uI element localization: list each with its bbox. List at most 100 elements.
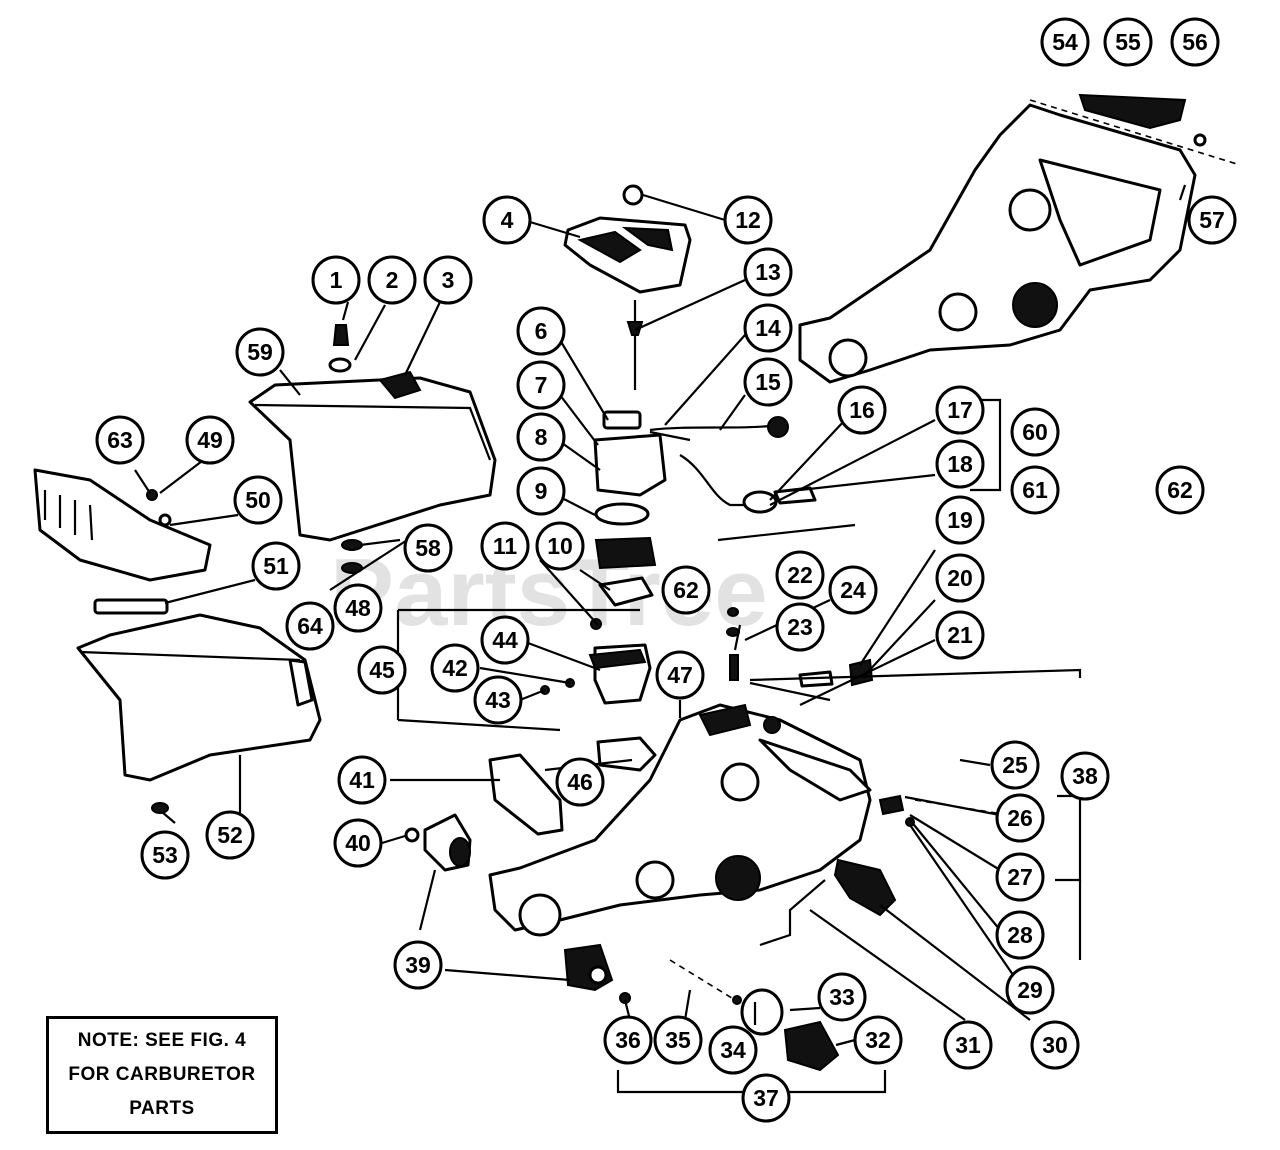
callout-13: 13 <box>743 247 793 297</box>
svg-text:62: 62 <box>673 577 699 603</box>
callout-3: 3 <box>423 255 473 305</box>
callout-31: 31 <box>943 1020 993 1070</box>
callout-62-right: 62 <box>1155 465 1205 515</box>
callout-41: 41 <box>337 755 387 805</box>
callout-60: 60 <box>1010 407 1060 457</box>
callout-62-center: 62 <box>661 565 711 615</box>
callout-34: 34 <box>708 1025 758 1075</box>
svg-text:59: 59 <box>247 339 273 365</box>
svg-text:3: 3 <box>442 267 455 293</box>
svg-text:12: 12 <box>735 207 761 233</box>
callout-23: 23 <box>775 602 825 652</box>
callout-4: 4 <box>482 195 532 245</box>
callout-18: 18 <box>935 439 985 489</box>
svg-text:45: 45 <box>369 657 395 683</box>
svg-text:8: 8 <box>535 424 548 450</box>
svg-text:15: 15 <box>755 369 781 395</box>
callout-43: 43 <box>473 675 523 725</box>
callout-26: 26 <box>995 793 1045 843</box>
callout-40: 40 <box>333 818 383 868</box>
callout-46: 46 <box>555 757 605 807</box>
svg-text:26: 26 <box>1007 805 1033 831</box>
callout-21: 21 <box>935 610 985 660</box>
callout-33: 33 <box>817 972 867 1022</box>
callout-36: 36 <box>603 1015 653 1065</box>
svg-text:7: 7 <box>535 372 548 398</box>
svg-text:41: 41 <box>349 767 375 793</box>
callout-28: 28 <box>995 910 1045 960</box>
callout-35: 35 <box>653 1015 703 1065</box>
callout-63: 63 <box>95 415 145 465</box>
callout-56: 56 <box>1170 17 1220 67</box>
callout-8: 8 <box>516 412 566 462</box>
svg-text:46: 46 <box>567 769 593 795</box>
svg-text:47: 47 <box>667 662 693 688</box>
callout-19: 19 <box>935 495 985 545</box>
callout-53: 53 <box>140 830 190 880</box>
svg-text:58: 58 <box>415 535 441 561</box>
callout-51: 51 <box>251 541 301 591</box>
callout-20: 20 <box>935 553 985 603</box>
callout-6: 6 <box>516 306 566 356</box>
svg-text:19: 19 <box>947 507 973 533</box>
svg-text:36: 36 <box>615 1027 641 1053</box>
callout-32: 32 <box>853 1015 903 1065</box>
svg-text:4: 4 <box>501 207 514 233</box>
callout-27: 27 <box>995 852 1045 902</box>
svg-text:50: 50 <box>245 487 271 513</box>
svg-text:57: 57 <box>1199 207 1225 233</box>
callout-58: 58 <box>403 523 453 573</box>
callout-45: 45 <box>357 645 407 695</box>
callout-52: 52 <box>205 810 255 860</box>
note-line-1: NOTE: SEE FIG. 4 <box>77 1030 247 1051</box>
callout-50: 50 <box>233 475 283 525</box>
callout-61: 61 <box>1010 465 1060 515</box>
svg-text:28: 28 <box>1007 922 1033 948</box>
svg-text:21: 21 <box>947 622 973 648</box>
callout-25: 25 <box>990 740 1040 790</box>
callout-11: 11 <box>480 521 530 571</box>
callout-47: 47 <box>655 650 705 700</box>
svg-text:39: 39 <box>405 952 431 978</box>
svg-text:14: 14 <box>755 315 781 341</box>
svg-text:56: 56 <box>1182 29 1208 55</box>
svg-text:29: 29 <box>1017 977 1043 1003</box>
callout-2: 2 <box>367 255 417 305</box>
callout-54: 54 <box>1040 17 1090 67</box>
svg-text:17: 17 <box>947 397 973 423</box>
parts-artwork <box>33 93 1241 1072</box>
callout-9: 9 <box>516 466 566 516</box>
carburetor-note: NOTE: SEE FIG. 4 FOR CARBURETOR PARTS <box>46 1016 278 1134</box>
svg-text:37: 37 <box>753 1085 779 1111</box>
svg-text:55: 55 <box>1115 29 1141 55</box>
leader-lines <box>134 184 1187 1094</box>
callout-1: 1 <box>311 255 361 305</box>
callout-38: 38 <box>1060 751 1110 801</box>
callout-16: 16 <box>837 385 887 435</box>
svg-text:54: 54 <box>1052 29 1078 55</box>
svg-text:1: 1 <box>330 267 343 293</box>
svg-text:64: 64 <box>297 613 323 639</box>
callout-15: 15 <box>743 357 793 407</box>
svg-text:23: 23 <box>787 614 813 640</box>
svg-text:18: 18 <box>947 451 973 477</box>
callout-59: 59 <box>235 327 285 377</box>
svg-text:24: 24 <box>840 577 866 603</box>
callout-64: 64 <box>285 601 335 651</box>
svg-text:31: 31 <box>955 1032 981 1058</box>
callout-17: 17 <box>935 385 985 435</box>
svg-text:60: 60 <box>1022 419 1048 445</box>
svg-text:22: 22 <box>787 562 813 588</box>
svg-text:27: 27 <box>1007 864 1033 890</box>
callout-57: 57 <box>1187 195 1237 245</box>
callout-30: 30 <box>1030 1020 1080 1070</box>
callout-12: 12 <box>723 195 773 245</box>
svg-text:35: 35 <box>665 1027 691 1053</box>
svg-text:10: 10 <box>547 533 573 559</box>
callout-29: 29 <box>1005 965 1055 1015</box>
svg-text:11: 11 <box>493 533 518 559</box>
svg-text:9: 9 <box>535 478 548 504</box>
callout-44: 44 <box>480 615 530 665</box>
callout-55: 55 <box>1103 17 1153 67</box>
